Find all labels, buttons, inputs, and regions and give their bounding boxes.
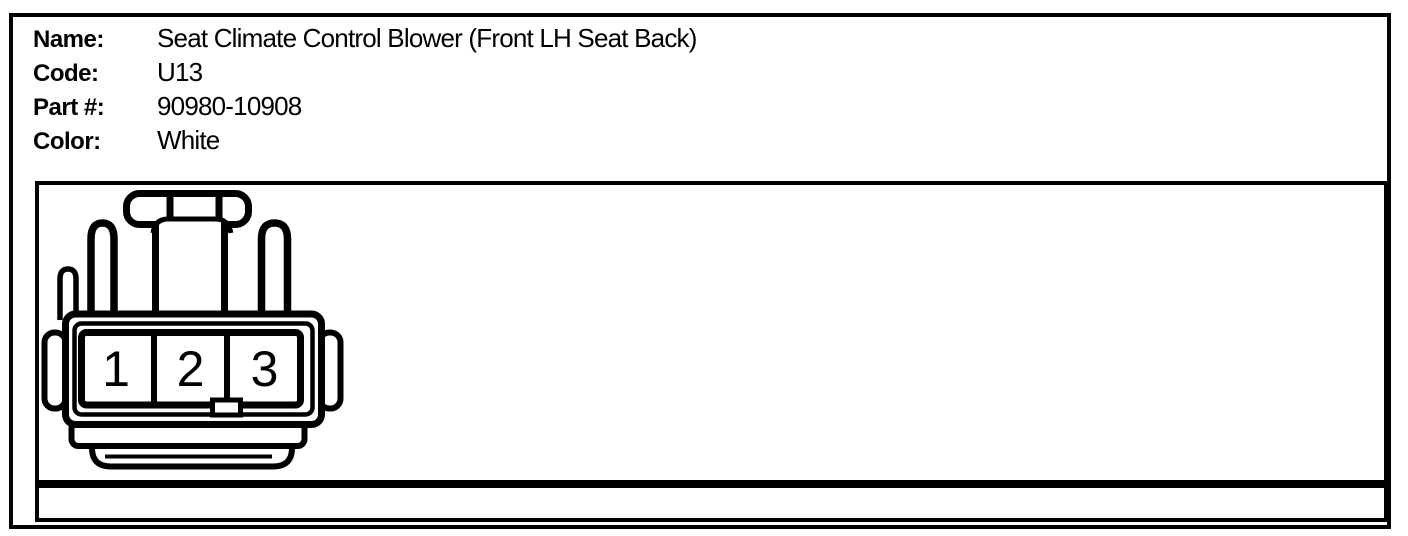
connector-index-tab xyxy=(210,397,243,418)
part-number-value: 90980-10908 xyxy=(157,91,302,121)
name-value: Seat Climate Control Blower (Front LH Se… xyxy=(157,23,697,53)
color-label: Color: xyxy=(33,128,101,155)
connector-right-prong xyxy=(257,219,292,319)
name-label: Name: xyxy=(33,26,104,53)
notes-strip xyxy=(35,484,1388,522)
part-number-label: Part #: xyxy=(33,94,105,121)
field-row-color: Color: White xyxy=(33,123,933,157)
code-label: Code: xyxy=(33,60,99,87)
field-row-name: Name: Seat Climate Control Blower (Front… xyxy=(33,21,933,55)
connector-left-prong xyxy=(87,219,118,319)
connector-stem-fill xyxy=(159,221,221,317)
pin-2-label: 2 xyxy=(177,341,205,397)
connector-front-view: 1 2 3 xyxy=(41,190,344,470)
field-row-code: Code: U13 xyxy=(33,55,933,89)
connector-info-header: Name: Seat Climate Control Blower (Front… xyxy=(33,21,933,157)
pin-3-label: 3 xyxy=(251,341,279,397)
code-value: U13 xyxy=(157,57,203,87)
page-outer-border xyxy=(9,13,1391,529)
connector-stem-shoulder xyxy=(150,216,234,234)
connector-left-hook xyxy=(57,266,79,320)
field-row-part-number: Part #: 90980-10908 xyxy=(33,89,933,123)
color-value: White xyxy=(157,125,220,155)
connector-body-inner xyxy=(72,321,315,417)
pin-cavity-block xyxy=(78,329,304,409)
pin-1-label: 1 xyxy=(102,341,130,397)
